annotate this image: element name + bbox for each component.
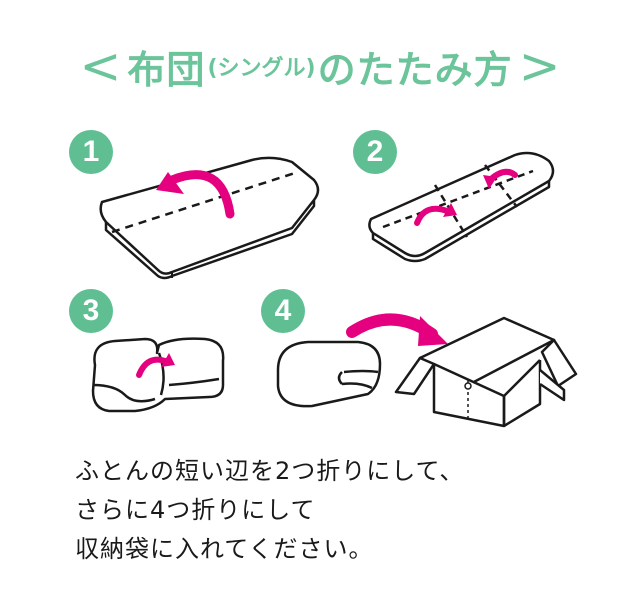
step-1-badge: 1	[69, 130, 113, 174]
instruction-line-1: ふとんの短い辺を2つ折りにして、	[75, 457, 465, 485]
title-main: 布団	[127, 47, 206, 92]
page-title: < 布団 (シングル) のたたみ方 >	[0, 34, 640, 98]
title-bracket-close: >	[518, 37, 561, 95]
futon-folded-quarter-icon	[91, 337, 225, 413]
title-bracket-open: <	[79, 37, 122, 95]
instruction-line-2: さらに4つ折りにして	[75, 496, 316, 524]
title-main-suffix: のたたみ方	[317, 47, 513, 92]
futon-bundle-icon	[276, 340, 382, 408]
instructions: ふとんの短い辺を2つ折りにして、 さらに4つ折りにして 収納袋に入れてください。	[75, 452, 464, 569]
futon-into-bag-icon	[276, 313, 578, 428]
futon-folded-half-icon	[368, 151, 555, 263]
storage-bag-icon	[394, 316, 578, 428]
instruction-line-3: 収納袋に入れてください。	[75, 535, 374, 563]
step-4-badge: 4	[261, 289, 305, 333]
title-sub: (シングル)	[207, 56, 316, 81]
step-3-badge: 3	[69, 289, 113, 333]
futon-flat-icon	[99, 156, 320, 280]
step-2-badge: 2	[353, 130, 397, 174]
